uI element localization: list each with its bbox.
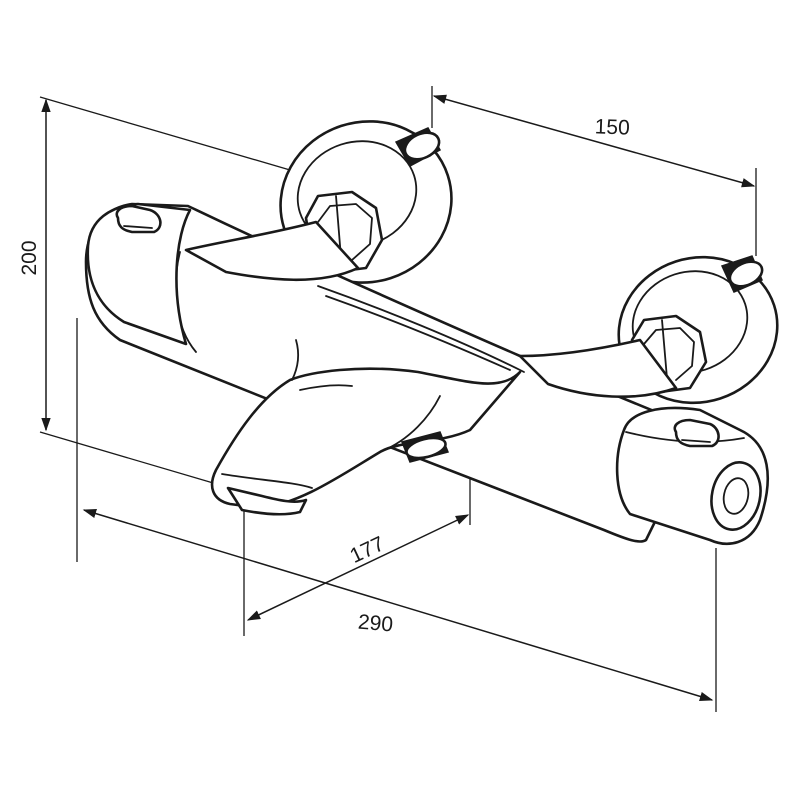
pipe-spacing-label: 150 bbox=[594, 115, 630, 139]
right-threaded-connector bbox=[720, 255, 764, 293]
spout bbox=[210, 339, 522, 516]
left-handle-cap[interactable] bbox=[86, 202, 192, 346]
shower-outlet-connector bbox=[400, 431, 450, 463]
dimension-290: 290 bbox=[76, 318, 717, 712]
extension-line-bottom bbox=[39, 431, 221, 486]
height-label: 200 bbox=[18, 240, 41, 275]
right-handle-cap[interactable] bbox=[615, 406, 770, 546]
right-handle-end-ring bbox=[710, 461, 762, 531]
right-handle-indicator-icon bbox=[673, 418, 720, 448]
dimension-line-pipe-spacing bbox=[432, 94, 756, 188]
spout-projection-label: 177 bbox=[347, 532, 388, 568]
faucet-body bbox=[84, 120, 779, 546]
spout-outlet bbox=[226, 486, 308, 516]
dimension-line-spout bbox=[246, 514, 470, 621]
dimension-150: 150 bbox=[431, 86, 757, 256]
dimension-200: 200 bbox=[18, 96, 291, 486]
overall-width-label: 290 bbox=[357, 611, 394, 637]
extension-line-top bbox=[39, 96, 291, 171]
dimension-line-overall bbox=[82, 508, 714, 702]
left-threaded-connector bbox=[394, 127, 442, 168]
